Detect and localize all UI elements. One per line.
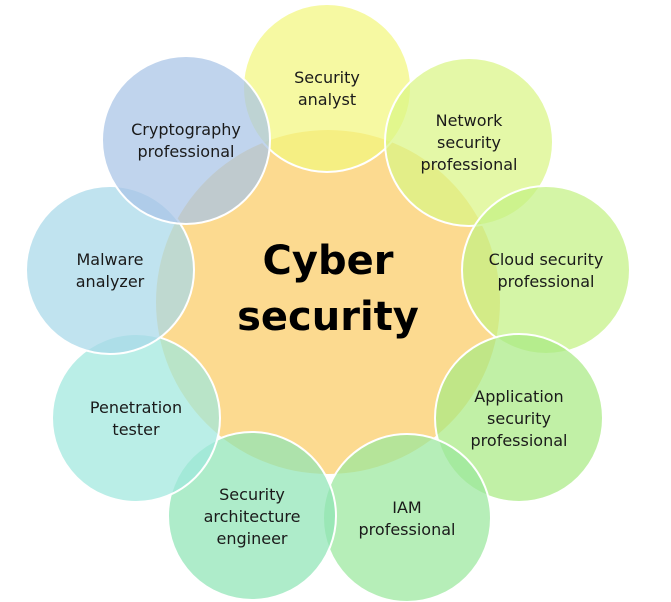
role-label-line: professional — [421, 155, 518, 174]
role-label: Malware analyzer — [76, 250, 145, 291]
role-circle — [25, 185, 195, 355]
role-label-line: engineer — [217, 529, 288, 548]
role-label: Security analyst — [294, 68, 360, 109]
role-label-line: Malware — [76, 250, 143, 269]
role-node: Cryptography professional — [101, 55, 271, 225]
role-label-line: professional — [471, 431, 568, 450]
role-label: Penetration tester — [90, 398, 182, 439]
role-label: Cloud security professional — [489, 250, 604, 291]
role-label-line: analyzer — [76, 272, 145, 291]
role-label-line: professional — [359, 520, 456, 539]
role-circle — [167, 431, 337, 601]
role-label-line: professional — [498, 272, 595, 291]
role-node: Malware analyzer — [25, 185, 195, 355]
role-label-line: Application — [474, 387, 563, 406]
role-label-line: professional — [138, 142, 235, 161]
role-circle — [322, 433, 492, 602]
role-node: Cloud security professional — [461, 185, 631, 355]
role-label: Cryptography professional — [131, 120, 241, 161]
center-title-line: security — [237, 294, 419, 340]
role-label-line: Network — [436, 111, 504, 130]
role-label: IAM professional — [359, 498, 456, 539]
role-label: Security architecture engineer — [204, 485, 301, 548]
center-title-line: Cyber — [263, 238, 394, 284]
role-node: IAM professional — [322, 433, 492, 602]
role-node: Application security professional — [434, 333, 604, 503]
role-circle — [434, 333, 604, 503]
role-label-line: security — [437, 133, 501, 152]
role-node: Security analyst — [242, 3, 412, 173]
role-label-line: Cryptography — [131, 120, 241, 139]
role-label-line: security — [487, 409, 551, 428]
role-label: Network security professional — [421, 111, 518, 174]
role-node: Penetration tester — [51, 333, 221, 503]
center-title: Cyber security — [237, 238, 419, 340]
center-circle — [156, 130, 500, 474]
role-circle — [461, 185, 631, 355]
center-node — [156, 130, 500, 474]
role-circle — [101, 55, 271, 225]
role-circle — [51, 333, 221, 503]
role-label-line: Penetration — [90, 398, 182, 417]
role-label-line: Security — [219, 485, 285, 504]
role-label-line: Security — [294, 68, 360, 87]
role-label: Application security professional — [471, 387, 568, 450]
role-circle — [384, 57, 554, 227]
role-label-line: IAM — [392, 498, 421, 517]
role-label-line: tester — [112, 420, 160, 439]
role-label-line: analyst — [298, 90, 356, 109]
role-node: Network security professional — [384, 57, 554, 227]
role-label-line: architecture — [204, 507, 301, 526]
role-label-line: Cloud security — [489, 250, 604, 269]
role-node: Security architecture engineer — [167, 431, 337, 601]
